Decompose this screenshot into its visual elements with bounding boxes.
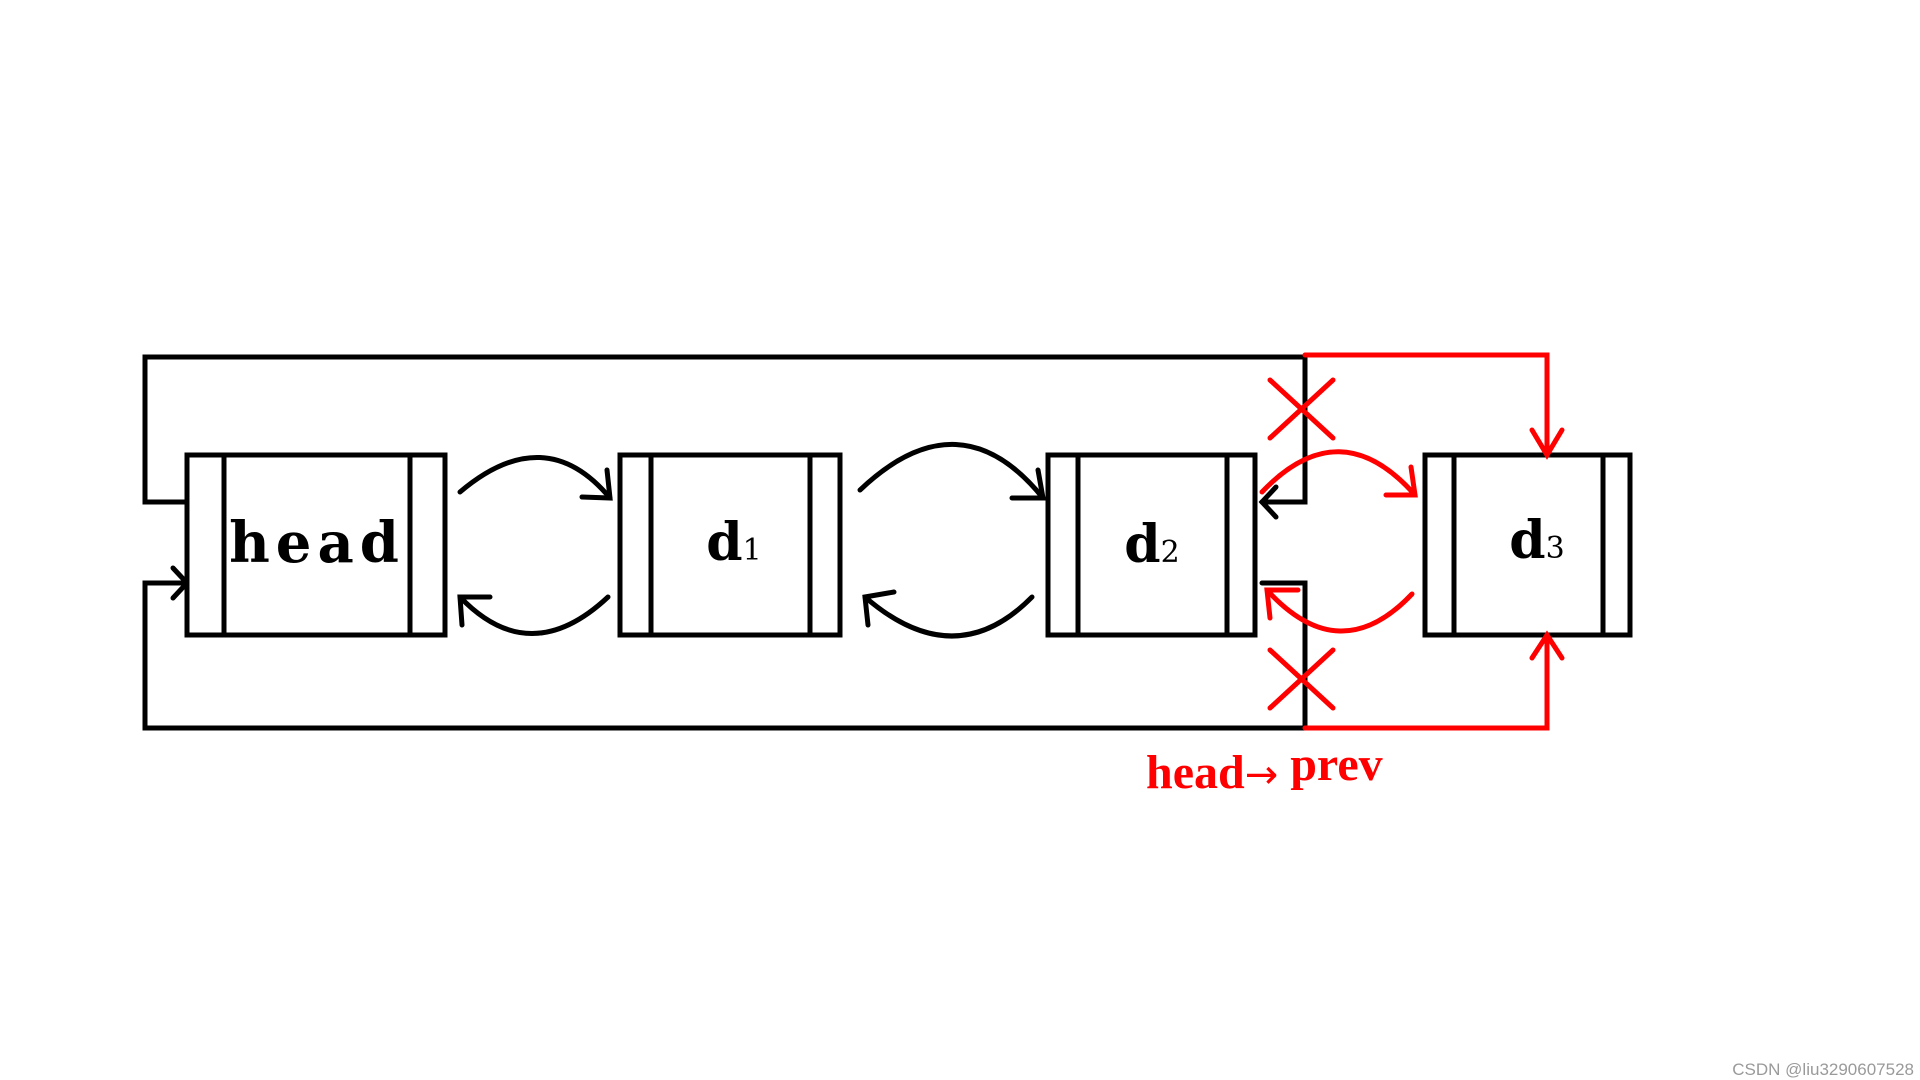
d3-to-d2-prev-arrow bbox=[1264, 587, 1415, 634]
d1-to-d2-next-arrowhead bbox=[1009, 467, 1046, 501]
node-d1: d1 bbox=[617, 452, 843, 638]
d2-to-d3-next-arrowhead bbox=[1383, 464, 1418, 498]
node-head-label: head bbox=[229, 510, 405, 576]
node-d1-label: d1 bbox=[706, 512, 761, 573]
new-top-link-to-d3 bbox=[1302, 352, 1550, 458]
d1-to-head-prev-arrowhead bbox=[457, 594, 493, 628]
outer-loop-top-link bbox=[142, 354, 1308, 505]
annotation-head-prev: head→prev bbox=[1146, 738, 1383, 799]
d2-to-d3-next-arrow bbox=[1259, 449, 1418, 498]
top-link-arrowhead bbox=[1258, 484, 1279, 520]
d1-to-d2-next-arrow bbox=[857, 442, 1046, 501]
watermark: CSDN @liu3290607528 bbox=[1732, 1060, 1914, 1079]
d2-to-d1-prev-arrowhead bbox=[862, 589, 897, 628]
node-d2: d2 bbox=[1045, 452, 1258, 638]
cut-mark-bottom-icon bbox=[1267, 647, 1336, 711]
head-to-d1-next-arrow bbox=[457, 455, 613, 501]
d1-to-head-prev-arrow bbox=[457, 594, 611, 636]
outer-loop-bottom-link bbox=[142, 580, 1308, 731]
new-top-link-arrowhead bbox=[1529, 427, 1565, 460]
head-to-d1-next-arrowhead bbox=[579, 467, 613, 501]
node-head: head bbox=[184, 452, 448, 638]
cut-mark-top-icon bbox=[1267, 377, 1336, 441]
node-d3-label: d3 bbox=[1509, 510, 1564, 571]
d3-to-d2-prev-arrowhead bbox=[1264, 587, 1301, 621]
new-bottom-link-from-d3 bbox=[1302, 632, 1550, 731]
node-d2-label: d2 bbox=[1124, 514, 1179, 575]
d2-to-d1-prev-arrow bbox=[862, 594, 1035, 639]
new-bottom-link-arrowhead bbox=[1529, 630, 1565, 661]
node-d3: d3 bbox=[1422, 452, 1633, 638]
